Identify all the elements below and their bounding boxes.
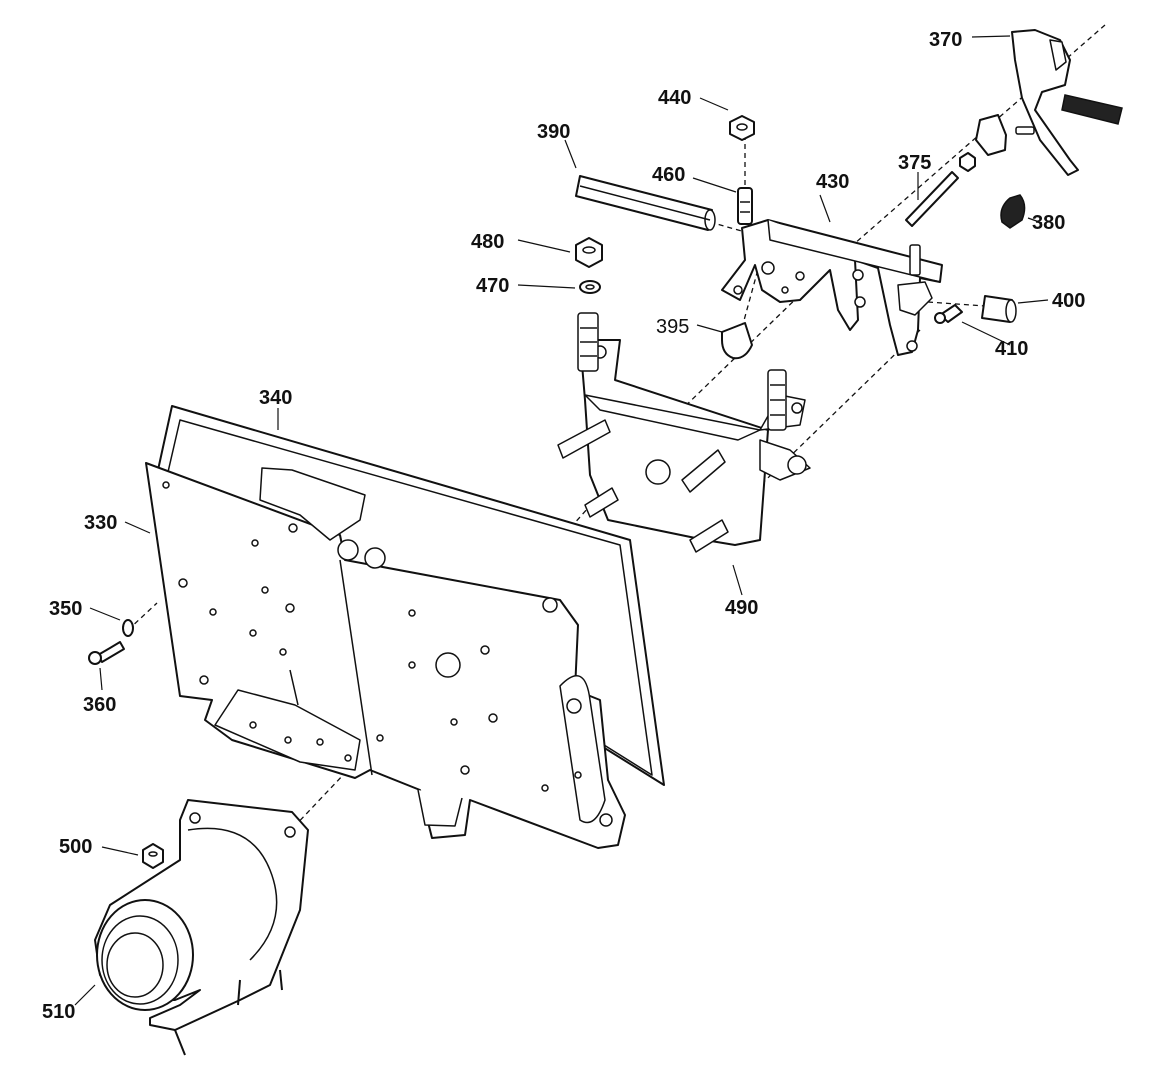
callout-375: 375 xyxy=(898,152,931,174)
bushing-400 xyxy=(981,295,1017,323)
cap-395 xyxy=(721,322,753,360)
callout-370: 370 xyxy=(929,29,962,51)
callout-360: 360 xyxy=(83,694,116,716)
shaft-390 xyxy=(575,175,716,231)
pedal-lever-370 xyxy=(959,29,1123,176)
mounting-plate-330 xyxy=(145,462,626,849)
callout-350: 350 xyxy=(49,598,82,620)
callout-400: 400 xyxy=(1052,290,1085,312)
bracket-490 xyxy=(557,312,811,553)
lever-bracket-430 xyxy=(721,219,943,356)
callout-430: 430 xyxy=(816,171,849,193)
callout-480: 480 xyxy=(471,231,504,253)
callout-500: 500 xyxy=(59,836,92,858)
screw-410 xyxy=(934,304,963,324)
callout-395: 395 xyxy=(656,316,689,338)
pin-375 xyxy=(905,171,959,227)
callout-440: 440 xyxy=(658,87,691,109)
callout-410: 410 xyxy=(995,338,1028,360)
callout-330: 330 xyxy=(84,512,117,534)
callout-leaders xyxy=(74,35,1049,1006)
callout-390: 390 xyxy=(537,121,570,143)
callout-460: 460 xyxy=(652,164,685,186)
callout-340: 340 xyxy=(259,387,292,409)
callout-380: 380 xyxy=(1032,212,1065,234)
callout-labels: 370 440 390 460 430 375 380 480 470 395 … xyxy=(42,29,1085,1023)
callout-470: 470 xyxy=(476,275,509,297)
callout-510: 510 xyxy=(42,1001,75,1023)
washer-470 xyxy=(579,280,601,294)
nut-500 xyxy=(142,843,164,869)
washer-350 xyxy=(122,619,134,637)
nut-440 xyxy=(729,115,755,141)
stud-460 xyxy=(737,187,753,225)
motor-510 xyxy=(94,799,309,1056)
spring-380 xyxy=(1000,194,1026,229)
callout-490: 490 xyxy=(725,597,758,619)
bolt-360 xyxy=(88,641,125,665)
nut-480 xyxy=(575,237,603,268)
